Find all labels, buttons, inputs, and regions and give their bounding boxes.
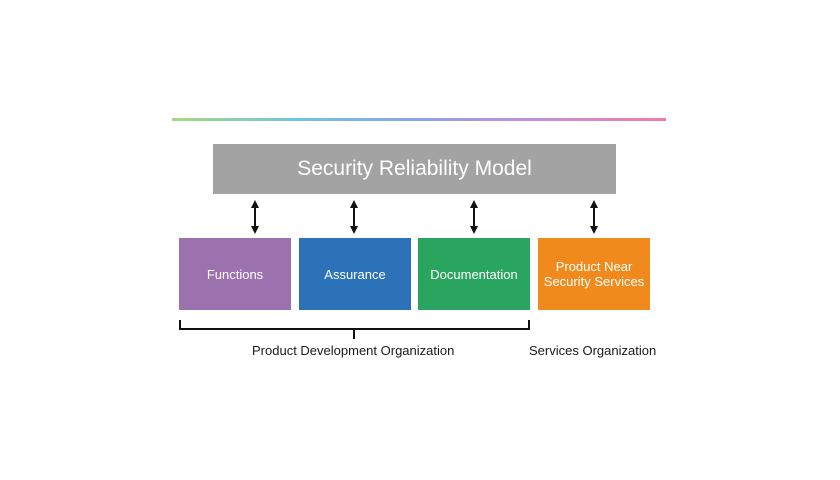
product-development-organization-label: Product Development Organization	[252, 343, 455, 358]
product-near-security-services-label: Product Near Security Services	[543, 259, 645, 289]
product-near-security-services-box: Product Near Security Services	[538, 238, 650, 310]
assurance-box: Assurance	[299, 238, 411, 310]
security-reliability-model-bar: Security Reliability Model	[213, 144, 616, 194]
documentation-label: Documentation	[430, 266, 518, 282]
functions-label: Functions	[206, 266, 264, 282]
assurance-label: Assurance	[324, 266, 386, 282]
functions-box: Functions	[179, 238, 291, 310]
product-development-bracket	[179, 320, 530, 339]
gradient-divider	[172, 118, 666, 121]
services-organization-label: Services Organization	[529, 343, 657, 358]
model-title: Security Reliability Model	[297, 157, 532, 180]
documentation-box: Documentation	[418, 238, 530, 310]
